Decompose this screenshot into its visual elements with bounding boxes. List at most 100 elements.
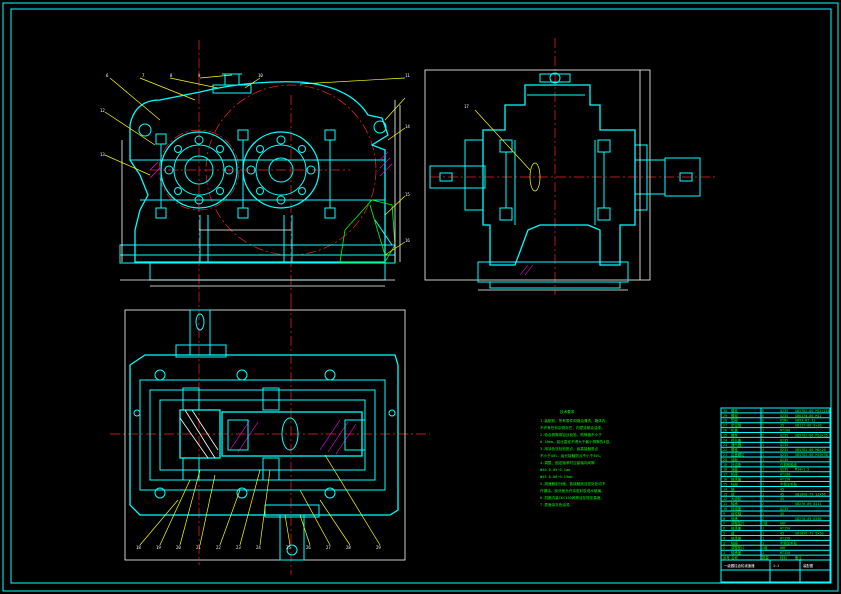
title-block-cell: 17 — [723, 473, 727, 477]
title-block-cell: 2 — [723, 546, 725, 550]
part-label-7: 7 — [142, 73, 145, 78]
part-label-10: 10 — [258, 73, 263, 78]
title-block-cell: HT150 — [780, 527, 790, 531]
part-label-17: 17 — [464, 104, 469, 109]
title-block-cell: 轴承 — [731, 501, 738, 506]
title-block-cell: 1 — [762, 497, 764, 501]
title-block-cell: 1 — [762, 463, 764, 467]
title-block-cell: 定位销 — [731, 423, 742, 428]
part-label-12: 12 — [100, 108, 105, 113]
title-scale: 1:1 — [773, 564, 779, 568]
title-block-cell: 1 — [762, 473, 764, 477]
part-label-24: 24 — [256, 545, 261, 550]
title-block-cell: 油标 — [731, 457, 738, 462]
title-block-cell: 8 — [723, 517, 725, 521]
title-block-cell: 螺栓 — [731, 408, 738, 413]
title-block-cell: 08F — [780, 522, 786, 526]
title-block-cell: 16 — [723, 478, 727, 482]
title-block-cell: 1 — [762, 551, 764, 555]
part-label-22: 22 — [216, 545, 221, 550]
note-line: Φ55 0.08~0.15mm — [540, 475, 572, 479]
part-label-23: 23 — [236, 545, 241, 550]
title-block-cell: 2组 — [762, 545, 768, 550]
part-label-26: 26 — [306, 545, 311, 550]
part-label-20: 20 — [176, 545, 181, 550]
title-block-cell: 1 — [762, 531, 764, 535]
title-block-cell: 13 — [723, 492, 727, 496]
title-block-cell: 6 — [723, 527, 725, 531]
title-block-header-cell: 名称 — [731, 555, 738, 560]
title-block-cell: 轴承盖 — [731, 550, 742, 555]
title-block-cell: 轴 — [731, 486, 735, 491]
title-block-cell: 5 — [723, 531, 725, 535]
title-block-cell: 1 — [762, 429, 764, 433]
title-block-cell: GB5783-86 M10×30 — [795, 453, 828, 457]
note-line: 不小于40%，齿长接触斑点不小于50%。 — [540, 453, 603, 458]
title-block-cell: M14×1.5 — [795, 468, 809, 472]
note-line: 5.减速器剖分面、各接触面及密封处均不 — [540, 481, 606, 486]
title-block-cell: 封油垫 — [731, 462, 742, 467]
title-block-cell: GB5782-86 M10×35 — [795, 433, 828, 437]
title-block-cell: 45 — [780, 531, 784, 535]
note-line: 2.啮合侧隙用铅丝检验，侧隙值不小于 — [540, 432, 602, 437]
title-block-cell: 齿轮轴 — [731, 511, 742, 516]
title-block-cell: HT150 — [780, 478, 790, 482]
title-block-cell: Q235 — [780, 448, 788, 452]
title-block-cell: 2组 — [762, 521, 768, 526]
title-block-cell: 28 — [723, 419, 727, 423]
title-block-cell: 1 — [762, 512, 764, 516]
title-block-cell: 大齿轮 — [731, 496, 742, 501]
title-block-cell: 25 — [723, 433, 727, 437]
title-block-cell: 1 — [762, 438, 764, 442]
title-block-cell: 挡油盘 — [731, 506, 742, 511]
title-block-cell: Q235 — [780, 507, 788, 511]
title-block-cell: 油塞 — [731, 467, 738, 472]
title-block-header-cell: 备注 — [795, 555, 802, 560]
title-block-cell: 轴承盖 — [731, 526, 742, 531]
title-block-cell: 08F — [780, 546, 786, 550]
title-block-cell: GB5782-86 M6×20 — [795, 448, 826, 452]
title-block-cell: 1 — [762, 458, 764, 462]
title-block-cell: GB276-89 6211 — [795, 502, 822, 506]
title-block-cell: GB117-86 8×30 — [795, 424, 822, 428]
title-block-cell: 20 — [723, 458, 727, 462]
note-line: Φ40 0.05~0.1mm — [540, 468, 570, 472]
note-line: 6.机座内装CKC150润滑油至规定高度。 — [540, 495, 604, 500]
title-block-cell: 螺栓 — [731, 447, 738, 452]
title-block-cell: 半粗羊毛毡 — [780, 481, 798, 486]
title-block-cell: 调整垫片 — [731, 545, 745, 550]
title-block-cell: GB276-89 6208 — [795, 517, 822, 521]
title-block-cell: 垫圈 — [731, 418, 738, 423]
title-block-cell: 视孔盖 — [731, 437, 742, 442]
title-block-cell: 2 — [762, 517, 764, 521]
title-block-cell: 调整垫片 — [731, 521, 745, 526]
note-line: 7.表面涂灰色油漆。 — [540, 502, 573, 507]
title-block-cell: 30 — [723, 409, 727, 413]
title-block-cell: GB93-87 12 — [795, 419, 815, 423]
title-block-cell: 15 — [723, 482, 727, 486]
note-line: 不许有任何杂物存在，内壁涂耐油油漆。 — [540, 425, 605, 430]
title-block-cell: 23 — [723, 443, 727, 447]
title-block-cell: 1 — [762, 443, 764, 447]
title-drawing-name: 一级圆柱齿轮减速器 — [724, 563, 755, 568]
title-block-cell: HT200 — [780, 473, 790, 477]
title-block-cell: 22 — [723, 448, 727, 452]
part-label-19: 19 — [156, 545, 161, 550]
title-block-cell: 45 — [780, 492, 784, 496]
title-block-cell: 4 — [762, 448, 764, 452]
part-label-6: 6 — [106, 73, 109, 78]
title-block-cell: 石棉橡胶纸 — [780, 462, 798, 467]
part-label-13: 13 — [100, 152, 105, 157]
part-label-29: 29 — [376, 545, 381, 550]
title-block-cell: 1 — [762, 487, 764, 491]
part-label-15: 15 — [405, 192, 410, 197]
title-block-cell: 21 — [723, 453, 727, 457]
title-block-cell: 1 — [723, 551, 725, 555]
title-block-cell: 轴承盖 — [731, 477, 742, 482]
title-block-cell: 2 — [762, 502, 764, 506]
title-block-cell: 45 — [780, 512, 784, 516]
title-block-cell: GB1096-79 8×50 — [795, 531, 824, 535]
part-label-11: 11 — [405, 73, 410, 78]
